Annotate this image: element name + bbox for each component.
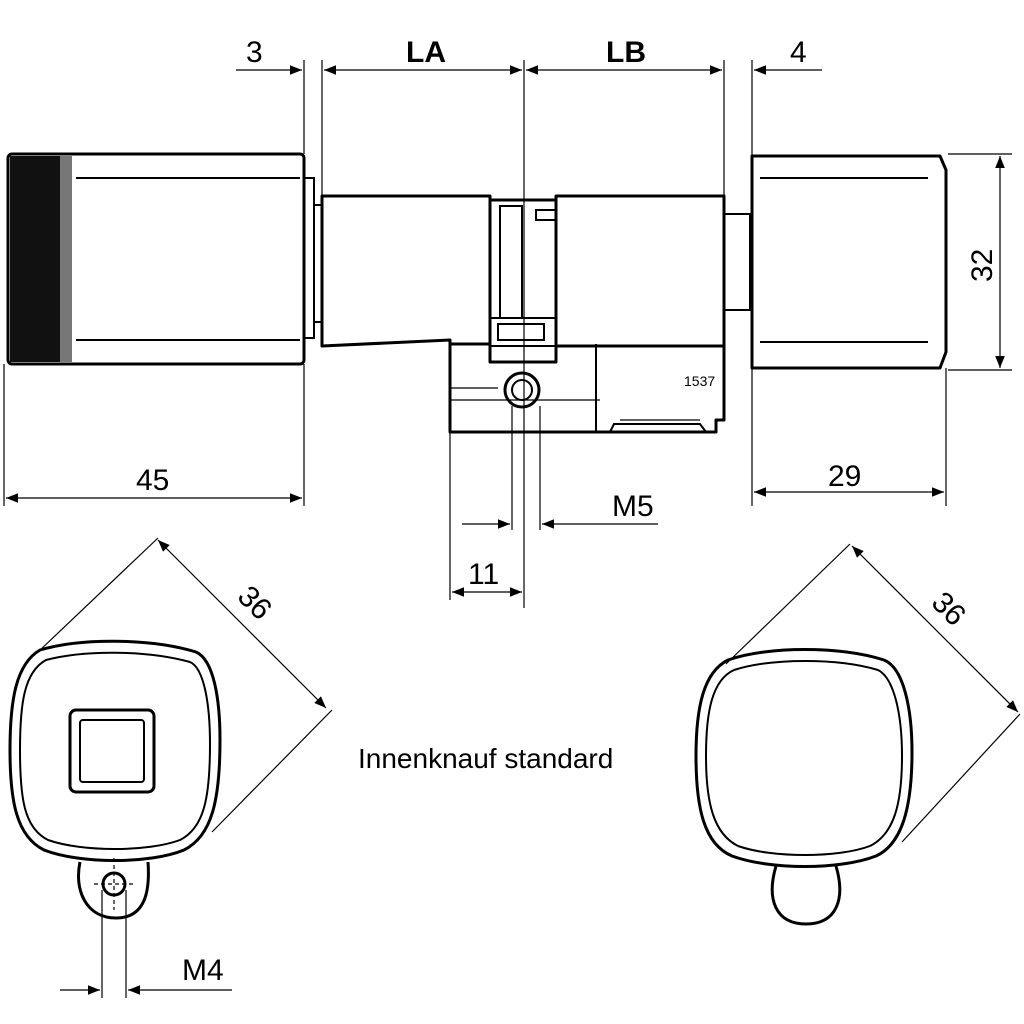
outer-ring [303, 177, 315, 339]
dim-m5-group: M5 [462, 490, 658, 529]
dim-45-group: 45 [6, 464, 302, 503]
fixing-screw-hole [503, 371, 541, 409]
dim-11-group: 11 [452, 558, 522, 597]
caption-innenknauf: Innenknauf standard [358, 743, 613, 774]
dim-m5: M5 [612, 490, 654, 523]
dim-32-group: 32 [966, 156, 1005, 368]
top-dimensions: 3 LA LB 4 [236, 36, 822, 75]
marking-1537: 1537 [684, 373, 715, 389]
dim-29: 29 [828, 460, 861, 493]
cam [488, 198, 558, 364]
dim-3: 3 [246, 36, 263, 69]
dim-m4: M4 [182, 954, 224, 987]
front-view-outer: 36 M4 [8, 537, 333, 998]
cylinder-body-b [554, 194, 726, 348]
inner-neck [723, 213, 751, 311]
dim-45: 45 [136, 464, 169, 497]
tab-screw-hole [101, 871, 127, 897]
front-view-inner: 36 [694, 543, 1021, 926]
inner-knob [750, 154, 948, 370]
cylinder-body-a [314, 194, 492, 348]
side-view: 1537 3 LA LB 4 [3, 36, 1012, 608]
dim-la: LA [406, 36, 446, 69]
dim-4: 4 [790, 36, 807, 69]
outer-knob [6, 152, 306, 366]
dim-32: 32 [966, 249, 999, 282]
mounting-plate [448, 340, 726, 434]
dim-29-group: 29 [754, 460, 944, 497]
extension-lines [3, 60, 1012, 608]
dim-lb: LB [606, 36, 646, 69]
dim-11: 11 [468, 558, 499, 591]
